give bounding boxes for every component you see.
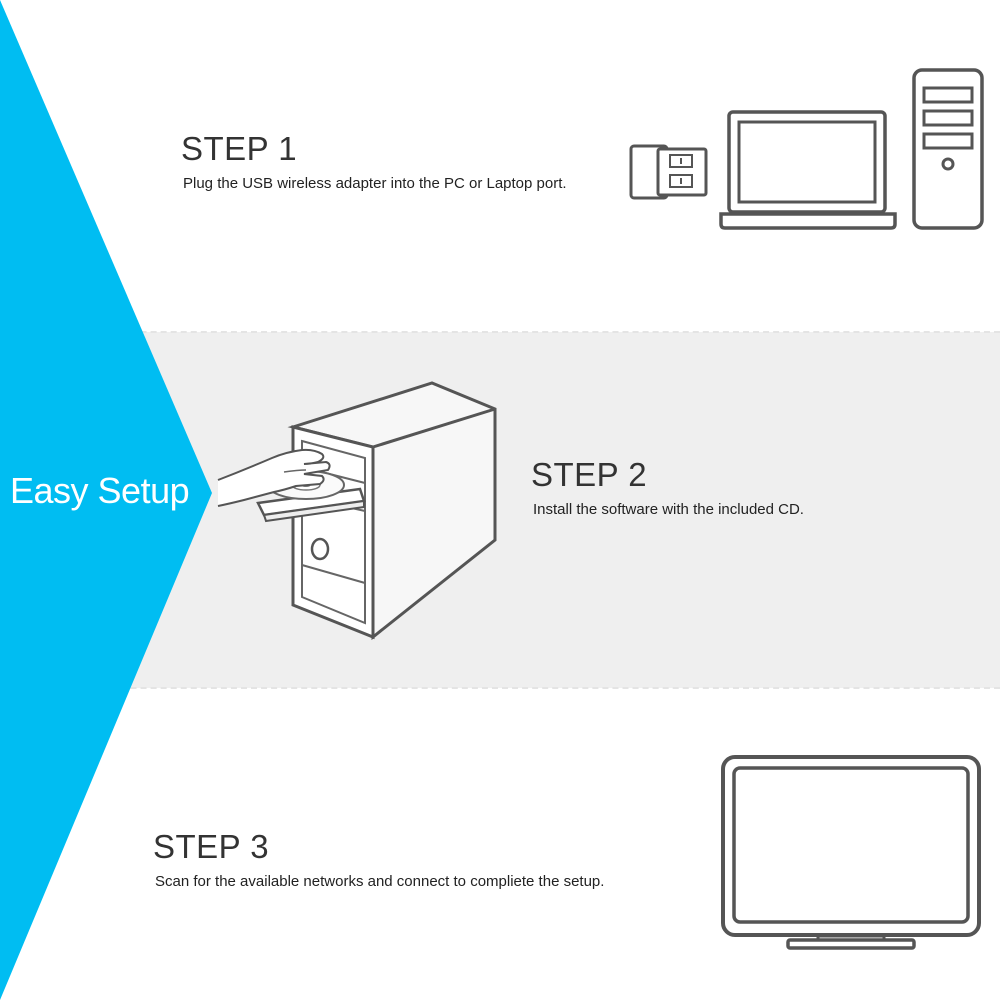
step3-description: Scan for the available networks and conn… bbox=[155, 873, 605, 890]
step1-title: STEP 1 bbox=[181, 130, 298, 167]
step2-description: Install the software with the included C… bbox=[533, 501, 804, 518]
laptop-icon bbox=[719, 110, 897, 230]
step2-title: STEP 2 bbox=[531, 456, 648, 493]
desktop-tower-icon bbox=[912, 68, 984, 230]
monitor-icon bbox=[721, 755, 981, 950]
band-divider-bottom bbox=[0, 687, 1000, 689]
hand-inserting-cd-icon bbox=[217, 448, 331, 507]
step3-title: STEP 3 bbox=[153, 828, 270, 865]
easy-setup-label: Easy Setup bbox=[10, 470, 190, 511]
usb-adapter-icon bbox=[629, 144, 708, 200]
step1-description: Plug the USB wireless adapter into the P… bbox=[183, 175, 567, 192]
band-divider-top bbox=[0, 331, 1000, 333]
